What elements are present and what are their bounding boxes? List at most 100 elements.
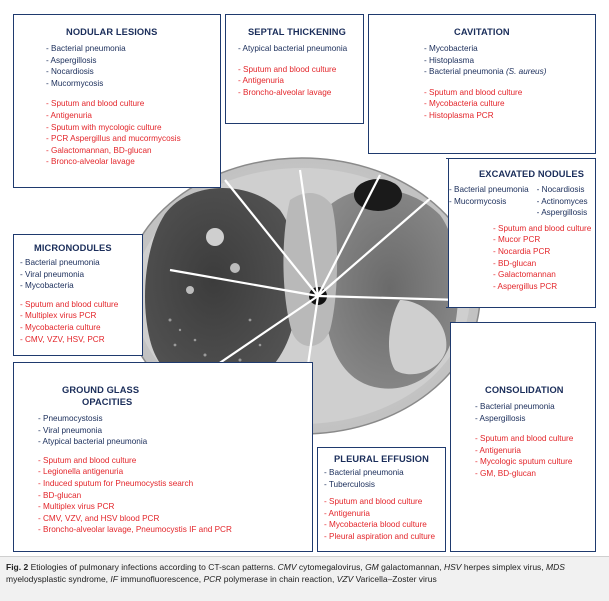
list-item: - Legionella antigenuria: [38, 467, 124, 477]
box-title-line1: GROUND GLASS: [62, 385, 140, 395]
causes-list: - Bacterial pneumonia - Tuberculosis: [324, 467, 445, 490]
caption-abbr: HSV: [443, 562, 462, 572]
ct-cavity: [354, 179, 402, 211]
list-item: - Bacterial pneumonia: [475, 402, 555, 411]
caption-abbr: GM: [365, 562, 379, 572]
list-item: - Bacterial pneumonia (S. aureus): [424, 66, 595, 78]
caption-def: Varicella–Zoster virus: [353, 573, 437, 584]
causes-list: - Atypical bacterial pneumonia: [238, 43, 363, 55]
tests-list: - Sputum and blood culture - Legionella …: [38, 455, 312, 536]
causes-list-left: - Bacterial pneumonia - Mucormycosis: [449, 184, 529, 219]
list-item: - Broncho-alveolar lavage, Pneumocystis …: [38, 525, 232, 535]
tests-list: - Sputum and blood culture - Antigenuria…: [324, 496, 445, 542]
ct-lung-left: [145, 187, 298, 393]
list-item: - Atypical bacterial pneumonia: [38, 437, 148, 447]
list-item: - Antigenuria: [238, 76, 284, 86]
list-item: - Galactomannan: [493, 270, 556, 280]
list-item: - BD-glucan: [493, 258, 537, 268]
caption-def: myelodysplastic syndrome,: [6, 573, 111, 584]
caption-abbr: CMV: [277, 562, 297, 572]
list-item: - Mycobacteria culture: [20, 322, 101, 332]
box-ground-glass-opacities: GROUND GLASS OPACITIES - Pneumocystosis …: [13, 362, 313, 552]
list-item: - Antigenuria: [475, 445, 521, 455]
list-item: - Mycobacteria: [20, 281, 74, 291]
list-item: - GM, BD-glucan: [475, 468, 536, 478]
list-item: - Nocardia PCR: [493, 246, 551, 256]
box-septal-thickening: SEPTAL THICKENING - Atypical bacterial p…: [225, 14, 364, 124]
causes-list: - Mycobacteria - Histoplasma - Bacterial…: [424, 43, 595, 78]
list-item: - Atypical bacterial pneumonia: [238, 44, 348, 53]
box-title: CONSOLIDATION: [485, 385, 564, 395]
list-item: - Histoplasma: [424, 55, 475, 65]
box-title: PLEURAL EFFUSION: [334, 454, 429, 464]
box-title-line2: OPACITIES: [82, 397, 133, 407]
list-item: - Sputum and blood culture: [475, 434, 574, 444]
box-excavated-nodules-panel: EXCAVATED NODULES - Bacterial pneumonia …: [448, 158, 596, 308]
list-item: - Galactomannan, BD-glucan: [46, 145, 152, 155]
list-item: - Viral pneumonia: [20, 269, 85, 279]
box-title: EXCAVATED NODULES: [479, 169, 585, 179]
tests-list: - Sputum and blood culture - Mycobacteri…: [424, 87, 595, 122]
list-item: - Histoplasma PCR: [424, 110, 494, 120]
list-item: - Antigenuria: [46, 110, 92, 120]
box-consolidation: CONSOLIDATION - Bacterial pneumonia - As…: [450, 322, 596, 552]
figure-caption: Fig. 2 Etiologies of pulmonary infection…: [0, 556, 609, 601]
caption-abbr: VZV: [336, 573, 354, 584]
caption-label: Fig. 2: [6, 562, 29, 572]
box-micronodules: MICRONODULES - Bacterial pneumonia - Vir…: [13, 234, 143, 356]
list-item: - BD-glucan: [38, 490, 82, 500]
list-item: - Induced sputum for Pneumocystis search: [38, 478, 194, 488]
tests-list: - Sputum and blood culture - Mucor PCR -…: [493, 223, 595, 293]
list-item: - Multiplex virus PCR: [38, 502, 115, 512]
list-item: - Sputum and blood culture: [46, 99, 145, 109]
list-item: - Sputum and blood culture: [238, 64, 337, 74]
list-item: - Mucormycosis: [449, 196, 507, 206]
list-item: - Mycobacteria culture: [424, 99, 505, 109]
causes-list: - Bacterial pneumonia - Aspergillosis - …: [46, 43, 220, 89]
caption-def: immunofluorescence,: [117, 573, 204, 584]
tests-list: - Sputum and blood culture - Antigenuria…: [238, 64, 363, 99]
tests-list: - Sputum and blood culture - Antigenuria…: [475, 433, 595, 479]
list-item: - Actinomyces: [536, 196, 588, 206]
list-item: - Aspergillus PCR: [493, 281, 558, 291]
causes-list: - Pneumocystosis - Viral pneumonia - Aty…: [38, 413, 312, 448]
list-item: - Antigenuria: [324, 508, 370, 518]
list-item: - Aspergillosis: [46, 55, 97, 65]
list-item: - Mycobacteria blood culture: [324, 520, 427, 530]
list-item-text: - Bacterial pneumonia: [424, 67, 504, 77]
list-item: - Bacterial pneumonia: [20, 258, 100, 267]
list-item-italic: (S. aureus): [505, 67, 547, 77]
list-item: - Mycologic sputum culture: [475, 457, 573, 467]
list-item: - Tuberculosis: [324, 479, 375, 489]
list-item: - Aspergillosis: [536, 208, 588, 218]
list-item: - Sputum and blood culture: [20, 299, 119, 309]
list-item: - Mycobacteria: [424, 44, 478, 53]
tests-list: - Sputum and blood culture - Antigenuria…: [46, 98, 220, 168]
list-item: - Pneumocystosis: [38, 414, 103, 423]
list-item: - Bacterial pneumonia: [449, 185, 529, 194]
box-title: MICRONODULES: [34, 243, 112, 253]
list-item: - Multiplex virus PCR: [20, 311, 97, 321]
caption-abbr: IF: [110, 573, 118, 584]
caption-text: Etiologies of pulmonary infections accor…: [28, 562, 278, 572]
tests-list: - Sputum and blood culture - Multiplex v…: [20, 299, 142, 345]
list-item: - CMV, VZV, and HSV blood PCR: [38, 513, 160, 523]
box-pleural-effusion: PLEURAL EFFUSION - Bacterial pneumonia -…: [317, 447, 446, 552]
list-item: - Pleural aspiration and culture: [324, 531, 436, 541]
causes-list: - Bacterial pneumonia - Aspergillosis: [475, 401, 595, 424]
list-item: - Sputum with mycologic culture: [46, 122, 162, 132]
box-title: NODULAR LESIONS: [66, 27, 158, 37]
box-nodular-lesions: NODULAR LESIONS - Bacterial pneumonia - …: [13, 14, 221, 188]
list-item: - Broncho-alveolar lavage: [238, 87, 332, 97]
list-item: - Aspergillosis: [475, 413, 526, 423]
box-cavitation: CAVITATION - Mycobacteria - Histoplasma …: [368, 14, 596, 154]
caption-abbr: PCR: [203, 573, 222, 584]
list-item: - Bronco-alveolar lavage: [46, 157, 135, 167]
list-item: - Nocardiosis: [46, 67, 94, 77]
causes-list: - Bacterial pneumonia - Viral pneumonia …: [20, 257, 142, 292]
list-item: - Bacterial pneumonia: [46, 44, 126, 53]
list-item: - CMV, VZV, HSV, PCR: [20, 334, 105, 344]
list-item: - Mucormycosis: [46, 78, 104, 88]
caption-def: polymerase in chain reaction,: [221, 573, 337, 584]
